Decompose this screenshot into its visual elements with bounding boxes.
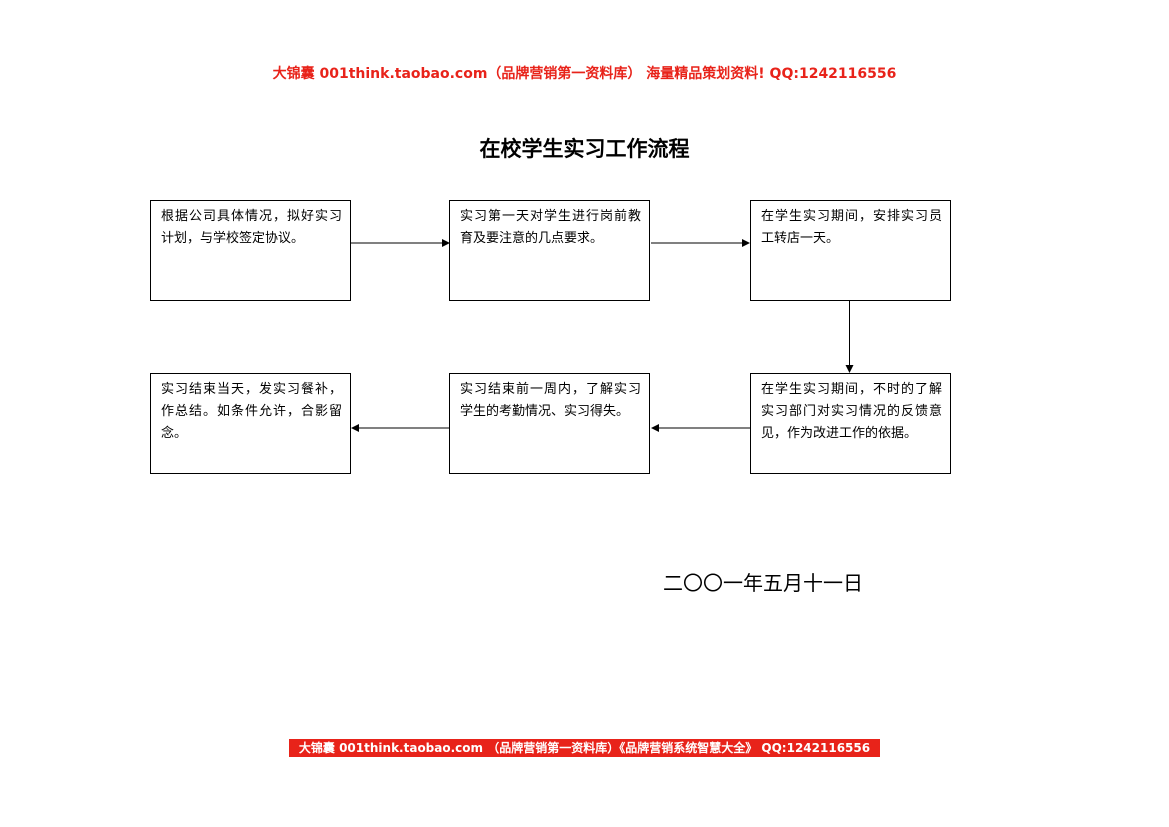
arrow-step4-to-step5 [651, 424, 750, 432]
step-6-box: 实习结束当天，发实习餐补，作总结。如条件允许，合影留念。 [150, 373, 351, 474]
arrow-step2-to-step3 [651, 239, 750, 247]
document-date: 二〇〇一年五月十一日 [663, 571, 863, 595]
step-2-box: 实习第一天对学生进行岗前教育及要注意的几点要求。 [449, 200, 650, 301]
arrow-step5-to-step6 [351, 424, 449, 432]
step-5-box: 实习结束前一周内，了解实习学生的考勤情况、实习得失。 [449, 373, 650, 474]
footer-banner: 大锦囊 001think.taobao.com （品牌营销第一资料库）《品牌营销… [289, 739, 880, 757]
arrow-step1-to-step2 [351, 239, 450, 247]
arrow-step3-to-step4 [845, 300, 854, 373]
header-banner: 大锦囊 001think.taobao.com（品牌营销第一资料库） 海量精品策… [272, 66, 897, 82]
step-3-box: 在学生实习期间，安排实习员工转店一天。 [750, 200, 951, 301]
step-1-box: 根据公司具体情况，拟好实习计划，与学校签定协议。 [150, 200, 351, 301]
step-4-box: 在学生实习期间，不时的了解实习部门对实习情况的反馈意见，作为改进工作的依据。 [750, 373, 951, 474]
page-title: 在校学生实习工作流程 [479, 137, 690, 161]
